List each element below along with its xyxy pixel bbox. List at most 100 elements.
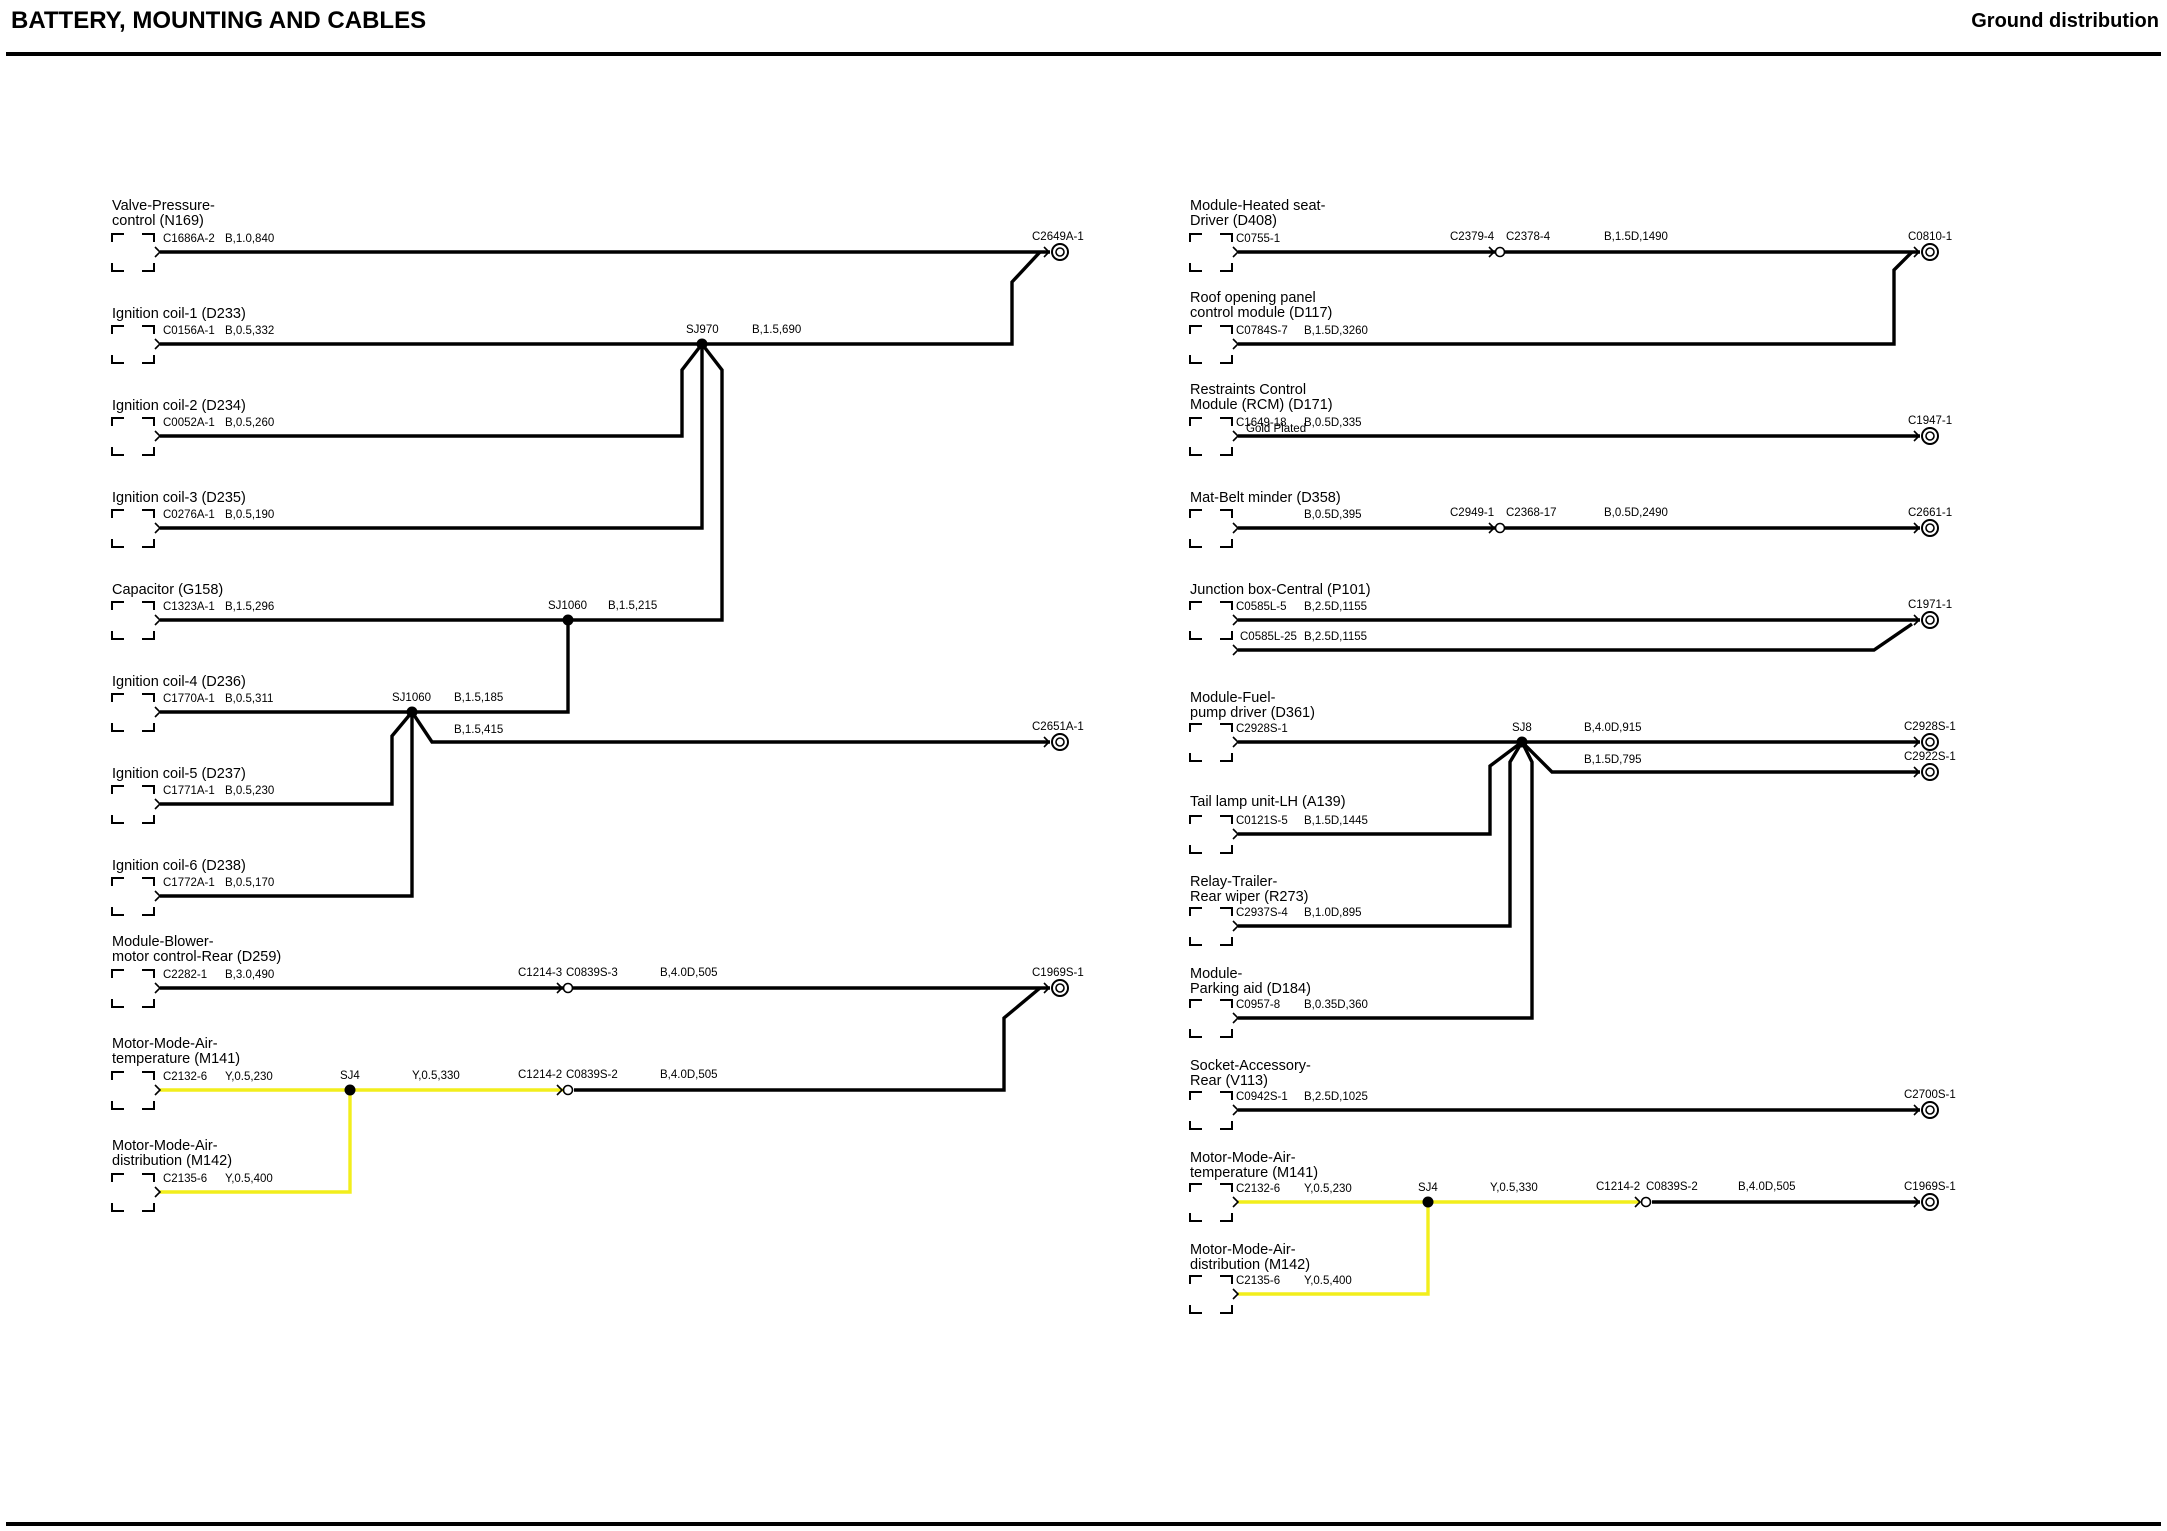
inline-connector-m141-left <box>562 1084 574 1096</box>
wire-m141-black <box>574 986 1042 1092</box>
wire-label: B,1.5D,795 <box>1584 754 1642 766</box>
wire-label: Y,0.5,330 <box>412 1070 460 1082</box>
connector-label: C0839S-2 <box>566 1069 618 1081</box>
component-label: Mat-Belt minder (D358) <box>1190 490 1341 506</box>
pin-terminal <box>1232 644 1240 656</box>
wire-label: B,1.0,840 <box>225 233 274 245</box>
pin-terminal <box>1232 1288 1240 1300</box>
component-label: Module-Heated seat- <box>1190 198 1326 214</box>
component-symbol <box>1189 1091 1233 1130</box>
pin-terminal <box>1232 1196 1240 1208</box>
component-label: Motor-Mode-Air- <box>1190 1150 1296 1166</box>
wire-label: B,0.5D,335 <box>1304 417 1362 429</box>
component-label: Module-Fuel- <box>1190 690 1276 706</box>
component-symbol <box>1189 601 1233 640</box>
component-label: temperature (M141) <box>1190 1165 1318 1181</box>
wire-label: B,0.35D,360 <box>1304 999 1368 1011</box>
wire-label: Y,0.5,230 <box>1304 1183 1352 1195</box>
wire-label: B,0.5,260 <box>225 417 274 429</box>
wire-label: B,4.0D,505 <box>660 1069 718 1081</box>
ground-label: C2649A-1 <box>1032 231 1084 243</box>
component-label: distribution (M142) <box>112 1153 232 1169</box>
component-symbol <box>1189 723 1233 762</box>
component-label: pump driver (D361) <box>1190 705 1315 721</box>
component-symbol <box>111 1173 155 1212</box>
pin-label: C1323A-1 <box>163 601 215 613</box>
component-label: Rear (V113) <box>1190 1073 1268 1089</box>
wire-label: B,0.5,190 <box>225 509 274 521</box>
wire-m142-yellow-right <box>1238 1202 1430 1296</box>
ground-label: C1971-1 <box>1908 599 1952 611</box>
splice-label: SJ4 <box>340 1070 360 1082</box>
pin-label: C1771A-1 <box>163 785 215 797</box>
ground-c1969s-1-right-arrow <box>1913 1196 1921 1208</box>
connector-label: C2378-4 <box>1506 231 1551 243</box>
ground-c0810-1-arrow <box>1913 246 1921 258</box>
component-symbol <box>111 785 155 824</box>
component-label: Parking aid (D184) <box>1190 981 1311 997</box>
ground-c2700s-1-inner <box>1925 1105 1935 1115</box>
component-label: Module (RCM) (D171) <box>1190 397 1333 413</box>
ground-c2661-1-arrow <box>1913 522 1921 534</box>
component-label: Motor-Mode-Air- <box>112 1138 218 1154</box>
ground-c1969s-1-right-inner <box>1925 1197 1935 1207</box>
pin-terminal <box>1232 736 1240 748</box>
ground-c2661-1-inner <box>1925 523 1935 533</box>
pin-label: C2132-6 <box>163 1071 207 1083</box>
wire-d238 <box>160 712 414 898</box>
ground-c2922s-1-inner <box>1925 767 1935 777</box>
component-label: Relay-Trailer- <box>1190 874 1277 890</box>
component-symbol <box>111 693 155 732</box>
pin-terminal <box>154 430 162 442</box>
ground-c2928s-1-arrow <box>1913 736 1921 748</box>
ground-c0810-1-inner <box>1925 247 1935 257</box>
pin-terminal <box>1232 1012 1240 1024</box>
pin-label: C0052A-1 <box>163 417 215 429</box>
wire-d235 <box>160 344 704 530</box>
wire-a139 <box>1238 740 1524 836</box>
wire-label: Y,0.5,400 <box>225 1173 273 1185</box>
pin-label: C2928S-1 <box>1236 723 1288 735</box>
component-symbol <box>111 233 155 272</box>
wire-p101-b <box>1238 622 1913 652</box>
component-label: Capacitor (G158) <box>112 582 223 598</box>
component-label: Ignition coil-4 (D236) <box>112 674 246 690</box>
inline-connector-d259-arrow <box>556 982 564 994</box>
component-symbol <box>1189 907 1233 946</box>
component-label: motor control-Rear (D259) <box>112 949 281 965</box>
component-label: Module-Blower- <box>112 934 214 950</box>
component-label: control (N169) <box>112 213 204 229</box>
pin-terminal <box>1232 430 1240 442</box>
connector-label: C2949-1 <box>1450 507 1494 519</box>
wire-label: B,2.5D,1155 <box>1304 631 1367 643</box>
wire-label: B,1.5D,1490 <box>1604 231 1668 243</box>
pin-terminal <box>1232 246 1240 258</box>
splice-label: SJ8 <box>1512 722 1532 734</box>
ground-c2700s-1-arrow <box>1913 1104 1921 1116</box>
wire-label: B,2.5D,1025 <box>1304 1091 1368 1103</box>
component-symbol <box>111 417 155 456</box>
pin-terminal <box>1232 522 1240 534</box>
component-label: Motor-Mode-Air- <box>112 1036 218 1052</box>
ground-label: C1969S-1 <box>1032 967 1084 979</box>
wire-m142-yellow <box>160 1090 352 1194</box>
component-label: Ignition coil-5 (D237) <box>112 766 246 782</box>
ground-c1969s-1-inner <box>1055 983 1065 993</box>
wire-sj970-sj1060 <box>568 342 724 622</box>
wire-label: B,0.5,311 <box>225 693 273 705</box>
connector-label: C1214-2 <box>518 1069 562 1081</box>
wire-label: B,0.5D,395 <box>1304 509 1362 521</box>
ground-c2651a-1-arrow <box>1043 736 1051 748</box>
wire-label: B,1.5,690 <box>752 324 801 336</box>
pin-label: C1649-18 <box>1236 417 1287 429</box>
ground-c2651a-1-inner <box>1055 737 1065 747</box>
component-symbol <box>111 601 155 640</box>
component-symbol <box>1189 417 1233 456</box>
ground-c1947-1-arrow <box>1913 430 1921 442</box>
wire-label: B,1.5,185 <box>454 692 503 704</box>
component-symbol <box>1189 999 1233 1038</box>
splice-label: SJ4 <box>1418 1182 1438 1194</box>
ground-c2649a-1-inner <box>1055 247 1065 257</box>
ground-label: C1969S-1 <box>1904 1181 1956 1193</box>
